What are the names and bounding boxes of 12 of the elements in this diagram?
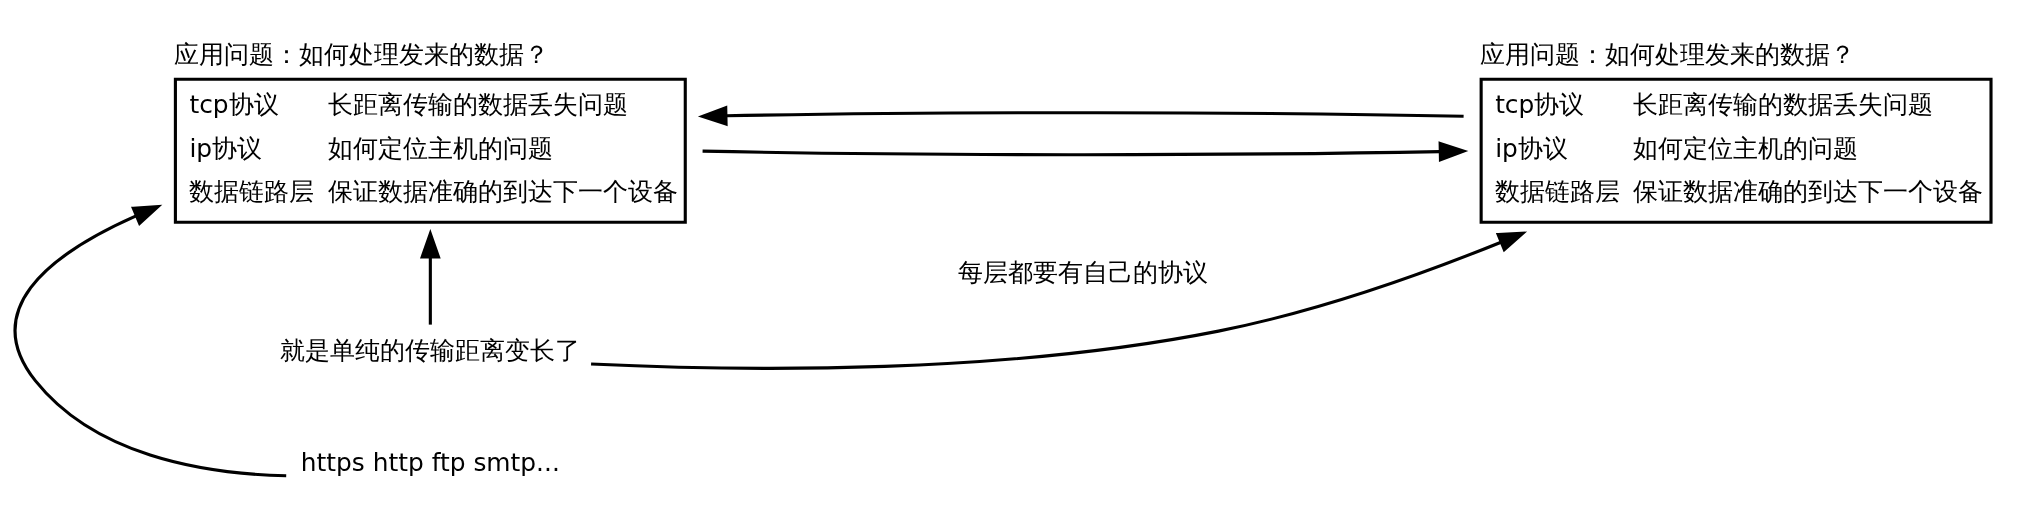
arrow [419,228,441,325]
node-text: 就是单纯的传输距离变长了 [280,335,581,365]
node-label: 应用问题：如何处理发来的数据？ [1479,40,1855,70]
arrow [591,231,1528,370]
label: 每层都要有自己的协议 [958,258,1209,288]
node-label: 应用问题：如何处理发来的数据？ [173,40,549,70]
arrow [13,204,287,478]
arrow [702,141,1469,162]
node-box: tcp协议 长距离传输的数据丢失问题 ip协议 如何定位主机的问题 数据链路层 保证数据准确的到达下一个设备 [173,77,687,224]
arrow [697,105,1464,127]
node-text: https http ftp smtp... [300,447,560,477]
node-box: tcp协议 长距离传输的数据丢失问题 ip协议 如何定位主机的问题 数据链路层 保证数据准确的到达下一个设备 [1479,77,1993,224]
